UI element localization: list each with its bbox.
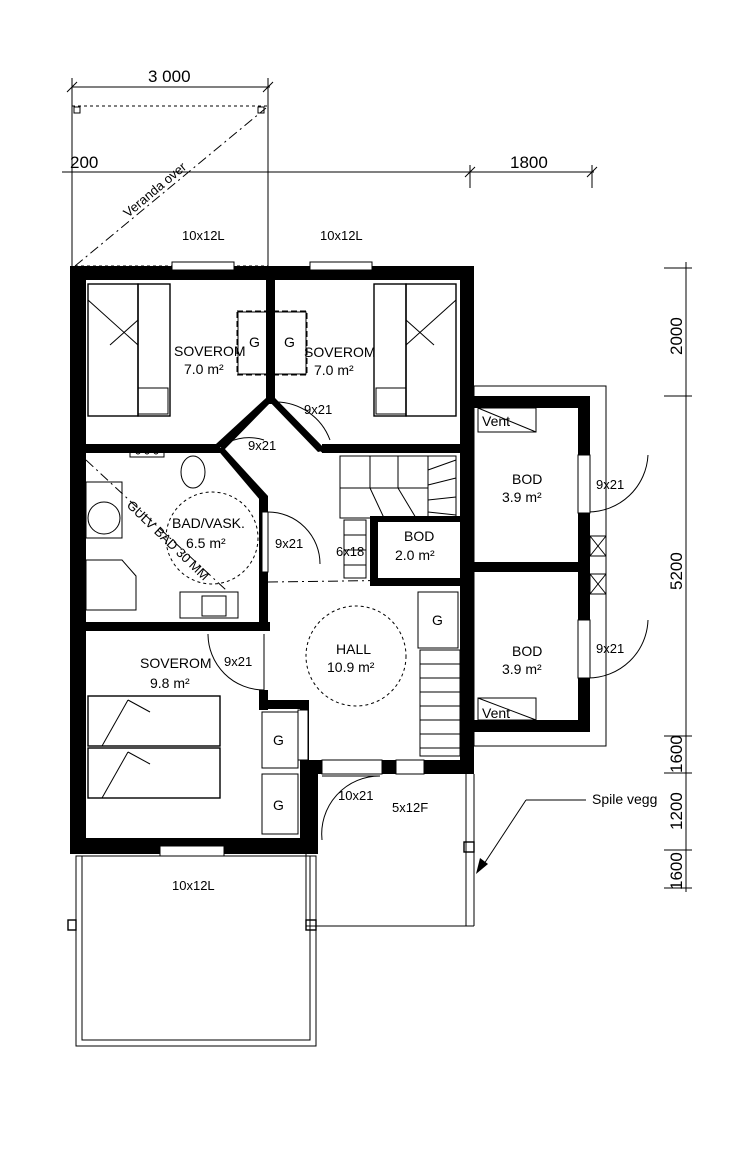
door-bad-top-label: 9x21 <box>248 438 276 453</box>
door-swings <box>207 401 649 841</box>
room-labels: SOVEROM 7.0 m² SOVEROM 7.0 m² BAD/VASK. … <box>140 343 542 691</box>
dim-right-offset: 1800 <box>510 153 548 172</box>
closet-g2: G <box>284 334 295 350</box>
vent-lower-label: Vent <box>482 705 510 721</box>
bod-outbuilding <box>473 385 607 747</box>
door-entry-label: 10x21 <box>338 788 373 803</box>
room-bad-area: 6.5 m² <box>186 535 226 551</box>
door-bod-lower <box>577 619 591 679</box>
dim-1600a: 1600 <box>667 735 686 773</box>
hall-turning-circle <box>305 605 407 707</box>
room-bod-lower-name: BOD <box>512 643 542 659</box>
dim-top-width: 3 000 <box>148 67 191 86</box>
window-bottom <box>159 845 225 857</box>
door-bad-hall-label: 9x21 <box>275 536 303 551</box>
veranda-outline: Veranda over <box>71 105 269 267</box>
room-bod-small-area: 2.0 m² <box>395 547 435 563</box>
window-top-left-label: 10x12L <box>182 228 225 243</box>
closet-g3: G <box>432 612 443 628</box>
closet-g1: G <box>249 334 260 350</box>
window-entry-label: 5x12F <box>392 800 428 815</box>
dim-1200: 1200 <box>667 792 686 830</box>
closets: G G G G G <box>236 310 459 835</box>
room-bad-name: BAD/VASK. <box>172 515 245 531</box>
dim-1600b: 1600 <box>667 852 686 890</box>
spile-vegg-label: Spile vegg <box>592 791 657 807</box>
door-bod-upper <box>577 454 591 514</box>
dim-5200: 5200 <box>667 552 686 590</box>
bed-top-left <box>87 283 171 417</box>
room-soverom-right-area: 7.0 m² <box>314 362 354 378</box>
room-soverom-left-name: SOVEROM <box>174 343 246 359</box>
door-bod-upper-label: 9x21 <box>596 477 624 492</box>
closet-g4: G <box>273 732 284 748</box>
window-top-right-label: 10x12L <box>320 228 363 243</box>
veranda-label: Veranda over <box>120 159 189 221</box>
door-bad-hall <box>261 511 269 573</box>
room-soverom-bottom-area: 9.8 m² <box>150 675 190 691</box>
dim-left-offset: 200 <box>70 153 98 172</box>
window-top-left <box>171 261 235 271</box>
window-bottom-label: 10x12L <box>172 878 215 893</box>
right-dimensions: 2000 5200 1600 1200 1600 <box>664 262 692 892</box>
porch-bottom <box>67 774 475 1047</box>
room-bod-upper-name: BOD <box>512 471 542 487</box>
closet-door <box>297 709 309 761</box>
dim-2000: 2000 <box>667 317 686 355</box>
room-bod-lower-area: 3.9 m² <box>502 661 542 677</box>
door-entry <box>321 759 383 775</box>
door-bod-small-label: 6x18 <box>336 544 364 559</box>
door-soverom-label: 9x21 <box>304 402 332 417</box>
window-top-right <box>309 261 373 271</box>
window-entry <box>395 759 425 775</box>
closet-g5: G <box>273 797 284 813</box>
room-hall-area: 10.9 m² <box>327 659 375 675</box>
hall-dash-line <box>267 579 419 583</box>
spile-vegg-annotation: Spile vegg <box>476 791 657 874</box>
opening-labels: 9x21 9x21 9x21 9x21 9x21 9x21 6x18 10x21… <box>172 402 624 893</box>
door-bod-lower-label: 9x21 <box>596 641 624 656</box>
door-soverom-bottom-label: 9x21 <box>224 654 252 669</box>
room-soverom-bottom-name: SOVEROM <box>140 655 212 671</box>
room-bod-small-name: BOD <box>404 528 434 544</box>
room-bod-upper-area: 3.9 m² <box>502 489 542 505</box>
bed-top-right <box>373 283 457 417</box>
room-hall-name: HALL <box>336 641 371 657</box>
stair-hall <box>419 649 461 757</box>
room-soverom-left-area: 7.0 m² <box>184 361 224 377</box>
top-dimensions: 3 000 200 1800 <box>62 67 598 270</box>
vent-upper-label: Vent <box>482 413 510 429</box>
stair <box>339 455 457 579</box>
bed-bottom <box>87 695 221 799</box>
bathroom-fixtures: GULV BAD 30 MM <box>85 446 259 619</box>
room-soverom-right-name: SOVEROM <box>304 344 376 360</box>
